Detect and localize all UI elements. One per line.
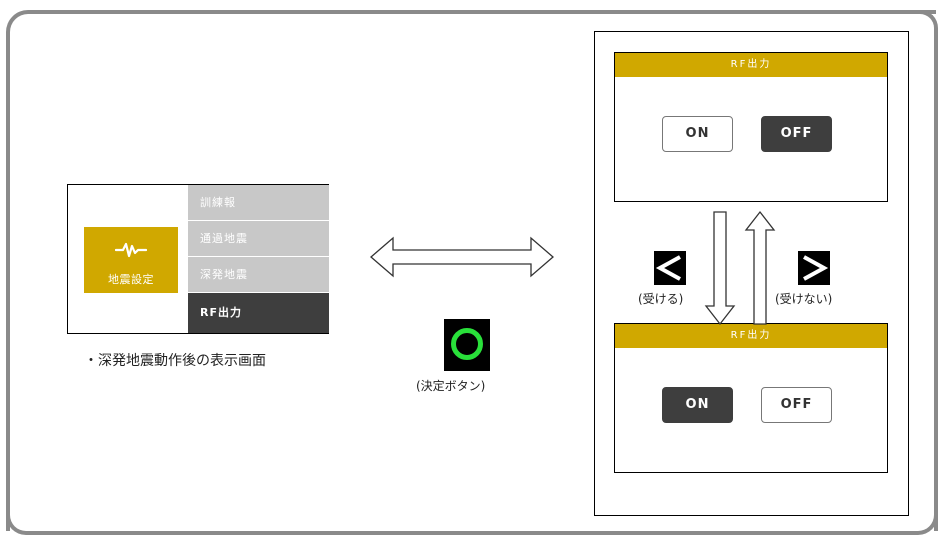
screen-title: RF出力 xyxy=(615,53,887,77)
off-option-selected[interactable]: OFF xyxy=(761,116,832,152)
right-key-caption: (受けない) xyxy=(775,292,833,306)
settings-panel: 地震設定 訓練報 通過地震 深発地震 RF出力 xyxy=(67,184,329,334)
menu-item-rf-output[interactable]: RF出力 xyxy=(188,293,329,333)
settings-menu: 訓練報 通過地震 深発地震 RF出力 xyxy=(188,185,329,333)
rf-output-screen-off: RF出力 ON OFF xyxy=(614,52,888,202)
left-key[interactable] xyxy=(654,251,686,285)
off-option[interactable]: OFF xyxy=(761,387,832,423)
frame-top-right xyxy=(920,10,938,531)
left-key-caption: (受ける) xyxy=(638,292,684,306)
chevron-left-icon xyxy=(655,255,681,281)
menu-item-deep-earthquake[interactable]: 深発地震 xyxy=(188,257,329,293)
screen-title: RF出力 xyxy=(615,324,887,348)
category-label: 地震設定 xyxy=(108,273,154,286)
double-arrow-icon xyxy=(370,236,554,278)
settings-caption: ・深発地震動作後の表示画面 xyxy=(84,353,266,369)
frame-left-side xyxy=(6,32,10,518)
chevron-right-icon xyxy=(803,255,829,281)
enter-button-caption: (決定ボタン) xyxy=(416,379,486,393)
on-option[interactable]: ON xyxy=(662,116,733,152)
enter-button[interactable] xyxy=(444,319,490,371)
circle-icon xyxy=(451,328,483,360)
category-tile-earthquake-settings[interactable]: 地震設定 xyxy=(84,227,178,293)
menu-item-passing-earthquake[interactable]: 通過地震 xyxy=(188,221,329,257)
menu-item-training-report[interactable]: 訓練報 xyxy=(188,185,329,221)
seismic-wave-icon xyxy=(115,242,147,258)
frame-bottom xyxy=(6,515,938,535)
rf-output-screen-on: RF出力 ON OFF xyxy=(614,323,888,473)
transition-arrows-icon xyxy=(704,210,776,326)
right-key[interactable] xyxy=(798,251,830,285)
on-option-selected[interactable]: ON xyxy=(662,387,733,423)
